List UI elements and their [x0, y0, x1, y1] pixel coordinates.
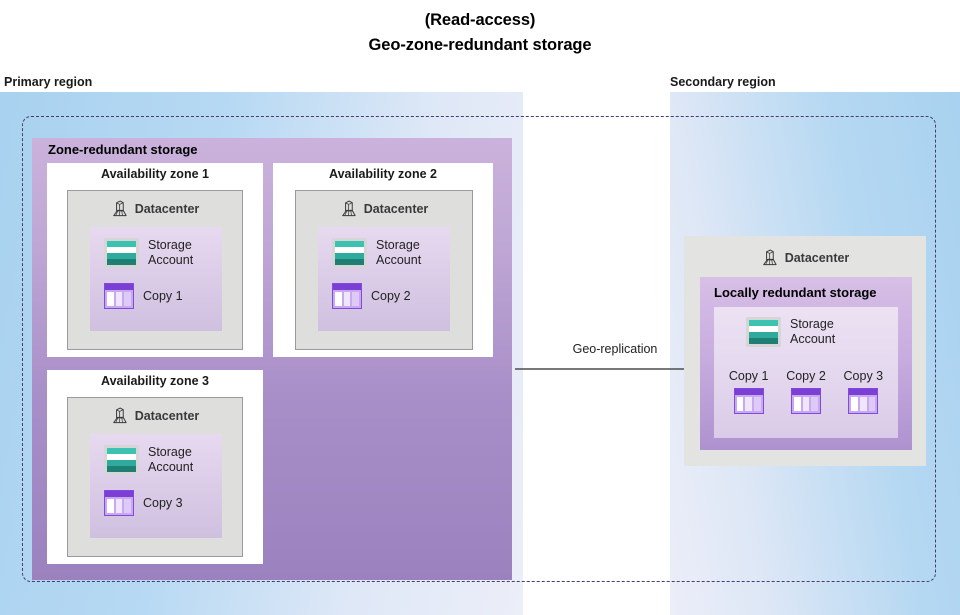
copy-icon	[104, 283, 134, 309]
datacenter-icon	[341, 200, 356, 217]
availability-zone-2-title: Availability zone 2	[329, 167, 437, 181]
storage-account-row: Storage Account	[104, 445, 193, 475]
zone-redundant-storage-title: Zone-redundant storage	[48, 142, 198, 157]
storage-account-icon	[332, 238, 367, 268]
copy-icon	[104, 490, 134, 516]
datacenter-card: Datacenter Storage Account Copy 1	[67, 190, 243, 350]
datacenter-icon	[762, 249, 777, 266]
storage-panel: Storage Account Copy 1	[90, 227, 222, 331]
copy-icon	[733, 388, 764, 414]
storage-account-icon	[104, 445, 139, 475]
copy-row: Copy 1	[104, 283, 183, 309]
copy-cell: Copy 2	[786, 369, 826, 414]
datacenter-header: Datacenter	[684, 248, 926, 267]
datacenter-header: Datacenter	[296, 199, 472, 218]
copy-label: Copy 1	[728, 369, 769, 383]
storage-account-row: Storage Account	[104, 238, 193, 268]
availability-zone-1-title: Availability zone 1	[101, 167, 209, 181]
geo-replication-label: Geo-replication	[572, 342, 658, 356]
locally-redundant-storage-box: Locally redundant storage Storage Accoun…	[700, 277, 912, 450]
copy-row: Copy 2	[332, 283, 411, 309]
copy-cell: Copy 1	[728, 369, 769, 414]
availability-zone-3-title: Availability zone 3	[101, 374, 209, 388]
geo-replication-boundary	[22, 116, 936, 582]
storage-account-row: Storage Account	[332, 238, 421, 268]
datacenter-card: Datacenter Storage Account Copy 2	[295, 190, 473, 350]
secondary-datacenter-card: Datacenter Locally redundant storage Sto…	[684, 236, 926, 466]
copies-row: Copy 1 Copy 2 Copy 3	[714, 369, 898, 414]
datacenter-label: Datacenter	[363, 201, 429, 216]
storage-panel: Storage Account Copy 3	[90, 434, 222, 538]
locally-redundant-storage-title: Locally redundant storage	[714, 285, 877, 300]
datacenter-label: Datacenter	[134, 201, 200, 216]
copy-label: Copy 3	[843, 369, 884, 383]
title-line-1: (Read-access)	[424, 11, 536, 29]
datacenter-icon	[112, 407, 127, 424]
datacenter-label: Datacenter	[134, 408, 200, 423]
copy-cell: Copy 3	[843, 369, 884, 414]
storage-account-label: Storage Account	[790, 317, 836, 346]
copy-label: Copy 1	[143, 288, 183, 303]
primary-region-label: Primary region	[4, 75, 93, 89]
copy-label: Copy 3	[143, 495, 183, 510]
storage-account-icon	[104, 238, 139, 268]
availability-zone-1-card: Availability zone 1 Datacenter Storage	[47, 163, 263, 357]
copy-icon	[332, 283, 362, 309]
storage-account-row: Storage Account	[746, 317, 835, 347]
storage-panel: Storage Account Copy 1 Copy 2	[714, 307, 898, 438]
availability-zone-3-card: Availability zone 3 Datacenter Storage	[47, 370, 263, 564]
storage-account-icon	[746, 317, 781, 347]
copy-icon	[848, 388, 879, 414]
copy-row: Copy 3	[104, 490, 183, 516]
copy-icon	[790, 388, 821, 414]
copy-label: Copy 2	[371, 288, 411, 303]
storage-account-label: Storage Account	[148, 238, 194, 267]
datacenter-card: Datacenter Storage Account Copy 3	[67, 397, 243, 557]
datacenter-header: Datacenter	[68, 199, 242, 218]
title-line-2: Geo-zone-redundant storage	[368, 36, 592, 54]
storage-account-label: Storage Account	[148, 445, 194, 474]
storage-panel: Storage Account Copy 2	[318, 227, 450, 331]
secondary-region-label: Secondary region	[670, 75, 776, 89]
datacenter-header: Datacenter	[68, 406, 242, 425]
availability-zone-2-card: Availability zone 2 Datacenter Storage	[273, 163, 493, 357]
page-title: (Read-access) Geo-zone-redundant storage	[0, 8, 960, 58]
storage-account-label: Storage Account	[376, 238, 422, 267]
copy-label: Copy 2	[786, 369, 826, 383]
datacenter-icon	[112, 200, 127, 217]
datacenter-label: Datacenter	[784, 250, 850, 265]
